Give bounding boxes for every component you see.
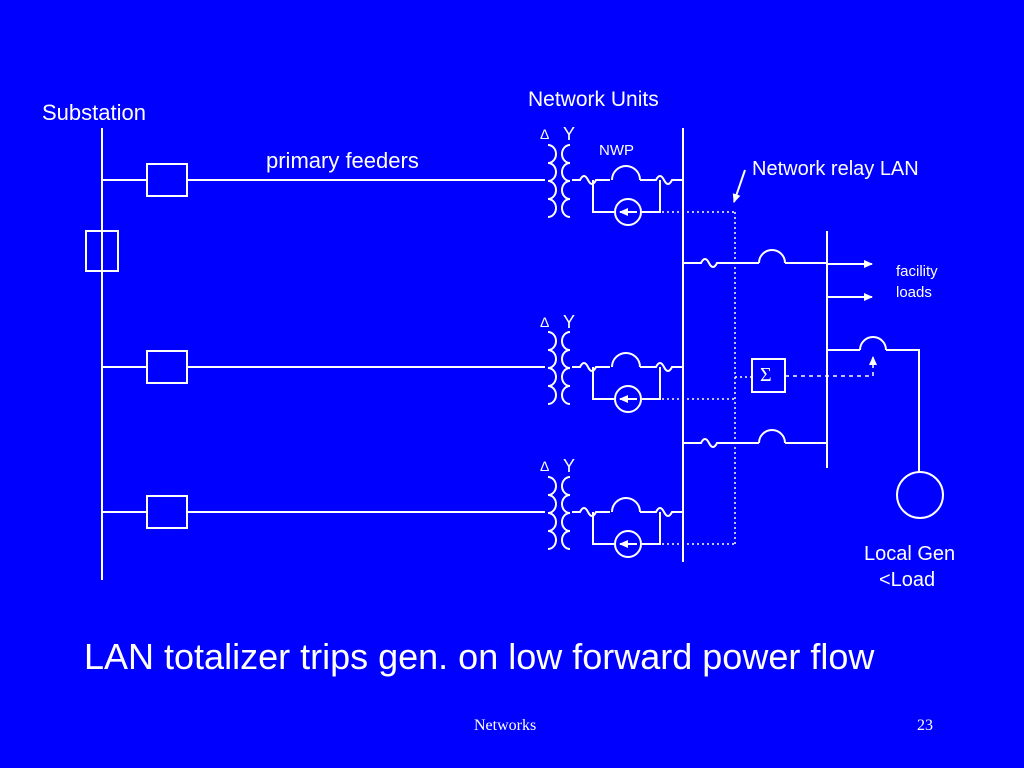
tie-breaker-icon-2 (758, 429, 786, 444)
tie-lead-2 (683, 438, 759, 448)
transformer-secondary-coil-icon-3 (561, 476, 571, 550)
wye-label-2: Y (563, 312, 576, 332)
network-protector-breaker-icon-3 (611, 497, 641, 513)
secondary-fuse-lead-2 (640, 362, 683, 372)
transformer-secondary-coil-icon-1 (561, 144, 571, 218)
feeder-breaker-icon-2 (146, 350, 188, 384)
totalizer-trip-signal (785, 356, 877, 377)
network-protector-relay-icon-1 (614, 198, 642, 226)
relay-lead-left-1 (592, 180, 614, 213)
local-gen-label-line1: Local Gen (864, 543, 956, 565)
facility-loads-label-line2: loads (896, 284, 932, 301)
feeder-breaker-icon-3 (146, 495, 188, 529)
network-protector-relay-icon-3 (614, 530, 642, 558)
generator-lead (886, 349, 920, 472)
substation-label: Substation (42, 100, 146, 125)
network-relay-lan-label: Network relay LAN (752, 158, 919, 180)
page-number: 23 (917, 717, 933, 734)
relay-lead-right-3 (642, 512, 661, 545)
nwp-label: NWP (599, 142, 634, 159)
local-generator-icon (896, 471, 944, 519)
delta-label-1: Δ (540, 126, 550, 142)
secondary-lead-2 (572, 362, 610, 372)
network-units-label: Network Units (528, 88, 659, 111)
slide-caption: LAN totalizer trips gen. on low forward … (84, 636, 875, 677)
primary-feeders-label: primary feeders (266, 148, 419, 173)
transformer-primary-coil-icon-1 (547, 144, 557, 218)
generator-breaker-icon (859, 336, 887, 351)
relay-lead-left-3 (592, 512, 614, 545)
secondary-fuse-lead-1 (640, 175, 683, 185)
relay-lead-right-2 (642, 367, 661, 400)
secondary-lead-1 (572, 175, 610, 185)
network-protector-breaker-icon-2 (611, 352, 641, 368)
wye-label-1: Y (563, 124, 576, 144)
network-protector-breaker-icon-1 (611, 165, 641, 181)
facility-loads-label-line1: facility (896, 263, 938, 280)
delta-label-2: Δ (540, 314, 550, 330)
secondary-fuse-lead-3 (640, 507, 683, 517)
secondary-lead-3 (572, 507, 610, 517)
tie-breaker-icon-1 (758, 249, 786, 264)
delta-label-3: Δ (540, 458, 550, 474)
transformer-primary-coil-icon-3 (547, 476, 557, 550)
footer-title: Networks (474, 717, 537, 734)
local-gen-label-line2: <Load (879, 569, 936, 591)
relay-lead-left-2 (592, 367, 614, 400)
substation-breaker-icon (85, 230, 119, 272)
relay-lan-pointer-arrow (732, 169, 746, 203)
wye-label-3: Y (563, 456, 576, 476)
transformer-secondary-coil-icon-2 (561, 331, 571, 405)
totalizer-sigma-label: Σ (760, 364, 772, 386)
network-protector-relay-icon-2 (614, 385, 642, 413)
tie-lead-1 (683, 258, 759, 268)
transformer-primary-coil-icon-2 (547, 331, 557, 405)
feeder-breaker-icon-1 (146, 163, 188, 197)
relay-lead-right-1 (642, 180, 661, 213)
